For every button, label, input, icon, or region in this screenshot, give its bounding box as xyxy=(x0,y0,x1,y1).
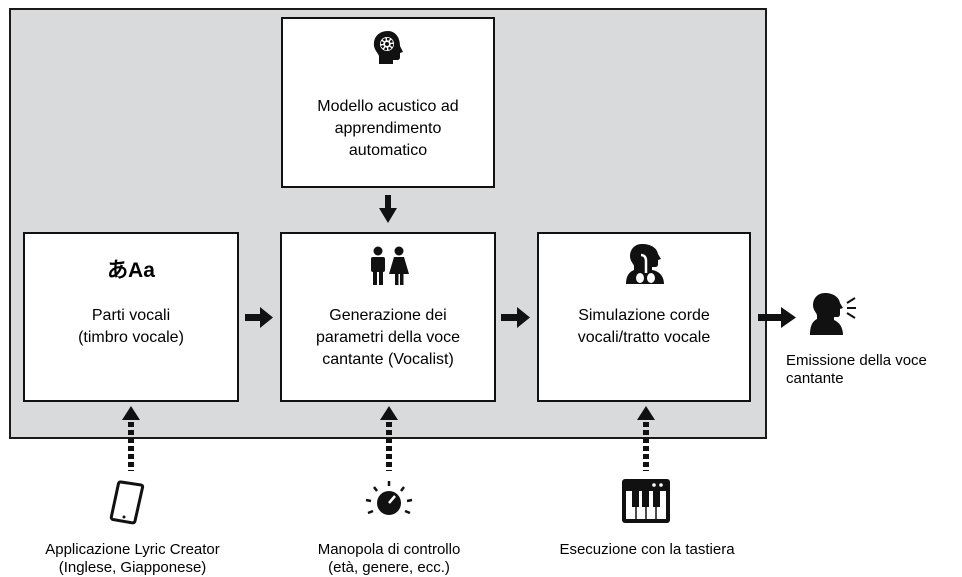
vocal-simulation-box: Simulazione corde vocali/tratto vocale xyxy=(537,232,751,402)
dashed-arrow-app-to-parts xyxy=(122,406,140,471)
vocal-parts-label: Parti vocali (timbro vocale) xyxy=(78,307,184,346)
vocal-parts-box: あAa Parti vocali (timbro vocale) xyxy=(23,232,239,402)
speaking-person-icon xyxy=(810,293,856,335)
parameter-generation-label: Generazione dei parametri della voce can… xyxy=(315,307,461,368)
vocal-simulation-label: Simulazione corde vocali/tratto vocale xyxy=(577,307,711,346)
keyboard-icon xyxy=(622,479,670,523)
arrow-model-to-generation xyxy=(379,195,397,223)
arrow-simulation-to-output xyxy=(758,307,796,328)
app-input-label: Applicazione Lyric Creator (Inglese, Gia… xyxy=(45,541,220,576)
parameter-generation-box: Generazione dei parametri della voce can… xyxy=(280,232,496,402)
keyboard-input-label: Esecuzione con la tastiera xyxy=(559,541,735,558)
arrow-parts-to-generation xyxy=(245,307,273,328)
acoustic-model-box: Modello acustico ad apprendimento automa… xyxy=(281,17,495,188)
output-label: Emissione della voce cantante xyxy=(786,352,927,387)
knob-icon xyxy=(365,481,413,515)
language-glyph-icon: あAa xyxy=(107,259,155,282)
dashed-arrow-keyboard-to-simulation xyxy=(637,406,655,471)
knob-input-label: Manopola di controllo (età, genere, ecc.… xyxy=(317,541,461,576)
acoustic-model-label: Modello acustico ad apprendimento automa… xyxy=(317,98,459,159)
gear-head-icon xyxy=(373,31,403,64)
dashed-arrow-knob-to-generation xyxy=(380,406,398,471)
arrow-generation-to-simulation xyxy=(501,307,530,328)
smartphone-icon xyxy=(109,480,145,525)
man-woman-icon xyxy=(371,246,409,285)
vocal-tract-icon xyxy=(626,244,664,284)
